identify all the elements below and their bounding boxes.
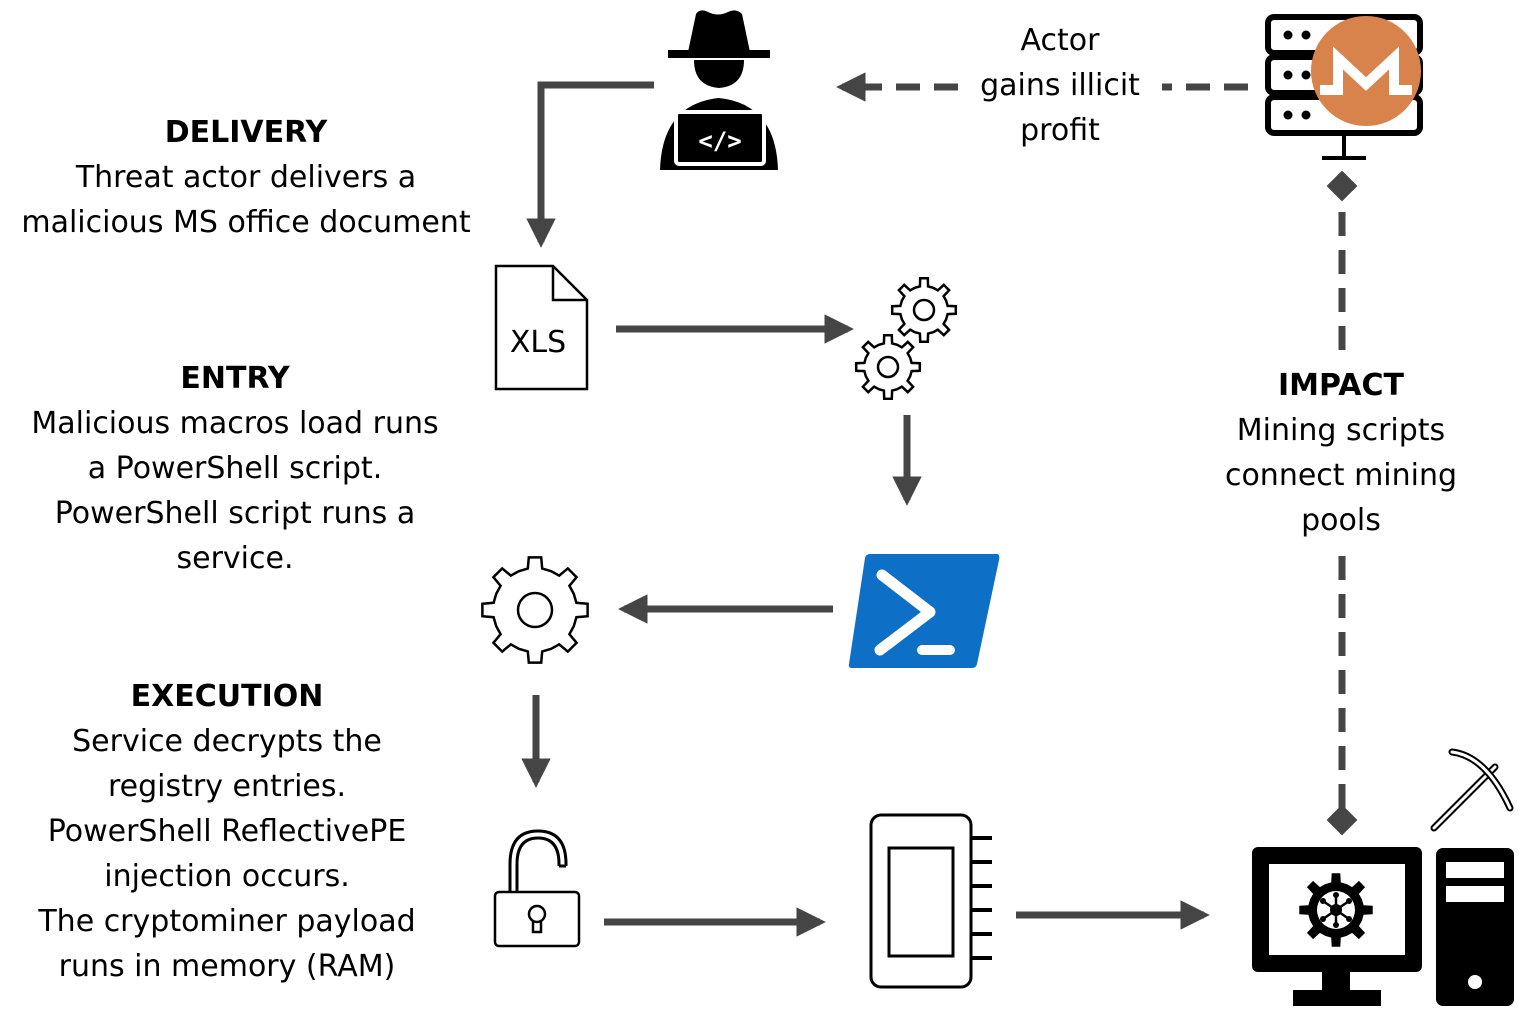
profit-text: Actor gains illicit profit — [962, 18, 1158, 153]
profit-line-3: profit — [1020, 113, 1100, 148]
unlocked-padlock-icon — [493, 829, 581, 948]
impact-text: IMPACT Mining scripts connect mining poo… — [1205, 363, 1477, 543]
xls-label: XLS — [510, 325, 566, 360]
memory-chip-icon — [869, 813, 992, 989]
delivery-line-2: malicious MS office document — [21, 205, 471, 240]
impact-heading: IMPACT — [1278, 368, 1404, 403]
entry-line-2: a PowerShell script. — [87, 451, 383, 486]
gears-icon — [854, 276, 958, 401]
execution-line-6: runs in memory (RAM) — [58, 949, 396, 984]
delivery-heading: DELIVERY — [164, 115, 328, 150]
monero-logo-icon — [1311, 16, 1421, 126]
execution-text: EXECUTION Service decrypts the registry … — [10, 674, 444, 989]
execution-line-1: Service decrypts the — [72, 724, 382, 759]
impact-line-3: pools — [1301, 503, 1381, 538]
entry-heading: ENTRY — [180, 361, 290, 396]
xls-document-icon: XLS — [494, 264, 589, 391]
powershell-icon — [848, 554, 1000, 668]
pickaxe-icon — [1430, 748, 1514, 832]
computer-icon — [1252, 847, 1514, 1006]
impact-line-2: connect mining — [1224, 458, 1458, 493]
svg-text:</>: </> — [698, 127, 741, 155]
execution-line-2: registry entries. — [107, 769, 347, 804]
flow-arrows — [521, 72, 1358, 937]
entry-text: ENTRY Malicious macros load runs a Power… — [10, 356, 460, 581]
execution-line-5: The cryptominer payload — [38, 904, 416, 939]
impact-line-1: Mining scripts — [1236, 413, 1446, 448]
execution-line-3: PowerShell ReflectivePE — [47, 814, 407, 849]
gear-icon — [481, 556, 589, 664]
entry-line-1: Malicious macros load runs — [31, 406, 439, 441]
profit-line-1: Actor — [1020, 23, 1100, 58]
delivery-text: DELIVERY Threat actor delivers a malicio… — [0, 110, 492, 245]
entry-line-3: PowerShell script runs a — [54, 496, 416, 531]
delivery-line-1: Threat actor delivers a — [75, 160, 417, 195]
hacker-icon: </> — [660, 10, 778, 170]
arrow-actor-to-document — [526, 81, 654, 248]
entry-line-4: service. — [176, 541, 294, 576]
profit-line-2: gains illicit — [980, 68, 1140, 103]
execution-line-4: injection occurs. — [104, 859, 350, 894]
execution-heading: EXECUTION — [130, 679, 324, 714]
